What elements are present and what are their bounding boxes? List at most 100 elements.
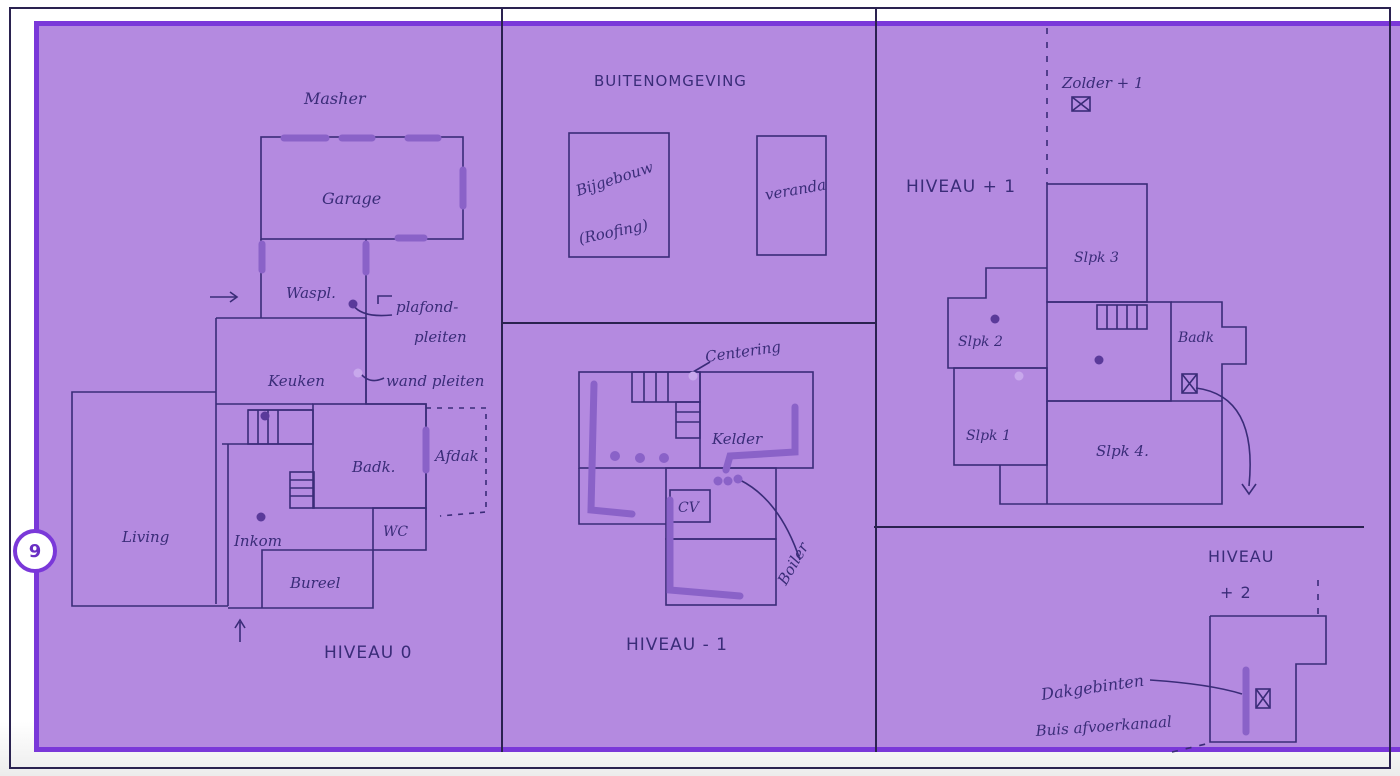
niveau-min1-dots — [610, 371, 743, 486]
niveau-0-labels: Masher Garage Waspl. plafond- pleiten Ke… — [121, 89, 484, 663]
badk-outline — [312, 403, 427, 509]
zolder-hatch-x2 — [1071, 96, 1091, 112]
niveau-1-dots — [990, 314, 1104, 381]
title-niveau-2-line2: + 2 — [1220, 583, 1252, 602]
label-bijgebouw-1: Bijgebouw — [573, 158, 656, 200]
stair-2 — [289, 471, 315, 509]
stair-lower — [675, 401, 701, 439]
label-cv: CV — [678, 500, 701, 516]
dot-b — [635, 453, 645, 463]
inkom-dot — [256, 512, 266, 522]
label-bureel: Bureel — [289, 574, 341, 592]
landing-outline — [1046, 301, 1172, 402]
slpk4-outline — [999, 400, 1223, 505]
label-slpk3: Slpk 3 — [1074, 250, 1119, 266]
living-outline — [71, 391, 228, 607]
dot-d — [713, 476, 723, 486]
label-slpk4: Slpk 4. — [1096, 442, 1149, 460]
wandtegel-leader — [359, 372, 385, 382]
label-keuken: Keuken — [267, 372, 325, 390]
dakgebinten-leader — [1149, 679, 1243, 695]
page-number-badge: 9 — [13, 529, 57, 573]
boiler-leader — [739, 479, 801, 561]
zolder-hatch — [1071, 96, 1091, 112]
label-kelder: Kelder — [711, 430, 763, 448]
niveau-0-dots — [256, 299, 363, 522]
title-niveau-min1: HIVEAU - 1 — [626, 635, 728, 655]
sheet-border — [9, 7, 1391, 769]
wc-outline — [372, 507, 427, 551]
slpk3-outline — [1046, 183, 1148, 303]
dot-f — [733, 474, 743, 484]
niveau-2-plan — [1149, 580, 1327, 753]
label-living: Living — [121, 528, 169, 546]
slpk1-dot — [1014, 371, 1024, 381]
niveau-min1-labels: Centering Kelder CV Boiler HIVEAU - 1 — [626, 338, 813, 655]
pipe-bottom — [666, 496, 744, 600]
entry-arrow-1-head — [229, 291, 239, 303]
boiler-room — [665, 538, 777, 606]
afdak-outline — [426, 407, 487, 517]
plafond-dot — [348, 299, 358, 309]
garage-outline — [260, 136, 464, 240]
label-slpk1: Slpk 1 — [966, 428, 1011, 444]
roof-hatch-x2 — [1255, 688, 1271, 709]
label-plafond-2: pleiten — [414, 328, 467, 346]
label-plafond-1: plafond- — [396, 298, 458, 316]
niveau-0-markers — [258, 134, 467, 474]
slpk1-outline — [953, 367, 1048, 466]
niveau-1-labels: HIVEAU + 1 Zolder + 1 Slpk 3 Slpk 2 Badk… — [906, 74, 1214, 460]
label-wc: WC — [383, 524, 408, 540]
niveau-min1-markers — [587, 380, 799, 600]
label-wasplaats: Waspl. — [286, 284, 336, 302]
niveau-min1-plan — [578, 361, 814, 606]
centering-stair — [631, 371, 701, 403]
label-bijgebouw-2: (Roofing) — [577, 216, 650, 248]
centering-dot — [688, 371, 698, 381]
label-slpk2: Slpk 2 — [958, 334, 1003, 350]
centering-leader — [692, 361, 711, 373]
bureel-outline — [228, 549, 374, 609]
label-boiler: Boiler — [773, 539, 812, 589]
title-niveau-0: HIVEAU 0 — [324, 643, 412, 663]
title-niveau-1: HIVEAU + 1 — [906, 177, 1016, 197]
lower-left-room — [578, 468, 666, 525]
label-inkom: Inkom — [233, 532, 282, 550]
badk-outline-1 — [1171, 301, 1247, 401]
badk-hatch-x2 — [1181, 373, 1198, 394]
label-badk-niv1: Badk — [1177, 330, 1214, 346]
stair-niv1 — [1096, 304, 1148, 330]
label-afdak: Afdak — [433, 447, 479, 465]
roof-dash-left — [1171, 743, 1207, 753]
label-veranda: veranda — [764, 176, 828, 204]
entry-arrow-2 — [377, 295, 392, 304]
drain-arrow-head — [1241, 483, 1257, 496]
label-zolder: Zolder + 1 — [1061, 74, 1144, 92]
stair-dot — [260, 411, 270, 421]
dot-a — [610, 451, 620, 461]
pipe-right — [722, 403, 799, 474]
label-dakgebinten: Dakgebinten — [1039, 671, 1145, 704]
page-number: 9 — [28, 540, 42, 562]
niveau-2-labels: HIVEAU + 2 Dakgebinten Buis afvoerkanaal — [1034, 547, 1274, 741]
buitenomgeving-labels: BUITENOMGEVING Bijgebouw (Roofing) veran… — [573, 72, 828, 248]
wand-dot — [353, 368, 363, 378]
drain-arrow — [1195, 387, 1251, 487]
buitenomgeving-plan — [568, 132, 827, 258]
entry-arrow-3-head — [234, 618, 246, 629]
title-buitenomgeving: BUITENOMGEVING — [594, 72, 747, 90]
landing-dot — [1094, 355, 1104, 365]
pipe-left — [587, 380, 636, 518]
label-mesher: Masher — [303, 89, 367, 108]
niveau-1-plan — [947, 28, 1257, 505]
slpk2-dot — [990, 314, 1000, 324]
label-garage: Garage — [322, 189, 381, 208]
badk-hatch — [1181, 373, 1198, 394]
title-niveau-2-line1: HIVEAU — [1208, 547, 1274, 566]
bijgebouw-outline — [568, 132, 670, 258]
dot-e — [723, 476, 733, 486]
label-buis-afvoer: Buis afvoerkanaal — [1034, 713, 1172, 741]
label-wandtegels: wand pleiten — [386, 372, 484, 390]
roof-hatch — [1255, 688, 1271, 709]
